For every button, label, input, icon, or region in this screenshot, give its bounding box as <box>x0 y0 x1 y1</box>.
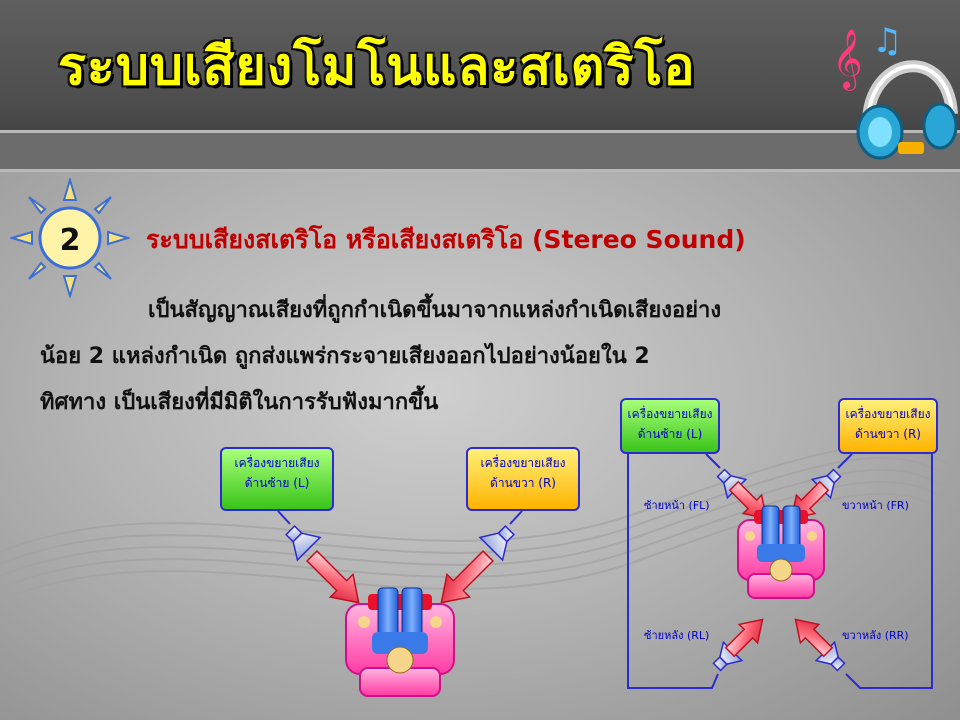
stereo-right-amp-box: เครื่องขยายเสียง ด้านขวา (R) <box>466 447 580 511</box>
paragraph-line-1: เป็นสัญญาณเสียงที่ถูกกำเนิดขึ้นมาจากแหล่… <box>148 298 722 323</box>
section-subtitle: ระบบเสียงสเตริโอ หรือเสียงสเตริโอ (Stere… <box>146 225 746 254</box>
label-rear-left: ซ้ายหลัง (RL) <box>644 629 710 642</box>
stereo-right-amp-line2: ด้านขวา (R) <box>490 476 556 490</box>
headphones-music-icon: 𝄞 ♫ <box>832 21 958 160</box>
page-title: ระบบเสียงโมโนและสเตริโอ <box>58 37 696 97</box>
label-rear-right: ขวาหลัง (RR) <box>842 629 909 642</box>
paragraph-line-3: ทิศทาง เป็นเสียงที่มีมิติในการรับฟังมากข… <box>40 390 439 415</box>
title-bar <box>0 0 960 130</box>
surround-right-amp-line1: เครื่องขยายเสียง <box>845 407 931 421</box>
surround-right-amp-line2: ด้านขวา (R) <box>855 427 921 441</box>
section-number-badge: 2 <box>10 178 130 298</box>
label-front-right: ขวาหน้า (FR) <box>842 499 909 512</box>
stereo-left-amp-box: เครื่องขยายเสียง ด้านซ้าย (L) <box>220 447 334 511</box>
label-front-left: ซ้ายหน้า (FL) <box>644 499 710 512</box>
paragraph-line-2: น้อย 2 แหล่งกำเนิด ถูกส่งแพร่กระจายเสียง… <box>40 344 650 369</box>
surround-right-amp-box: เครื่องขยายเสียง ด้านขวา (R) <box>838 398 938 454</box>
surround-left-amp-line2: ด้านซ้าย (L) <box>637 427 703 441</box>
stereo-left-amp-line1: เครื่องขยายเสียง <box>234 456 320 470</box>
title-bar-stripe <box>0 130 960 172</box>
stereo-left-amp-line2: ด้านซ้าย (L) <box>244 476 310 490</box>
description-paragraph: เป็นสัญญาณเสียงที่ถูกกำเนิดขึ้นมาจากแหล่… <box>40 288 936 426</box>
surround-left-amp-line1: เครื่องขยายเสียง <box>627 407 713 421</box>
treble-clef-icon: 𝄞 <box>832 29 863 91</box>
stereo-right-amp-line1: เครื่องขยายเสียง <box>480 456 566 470</box>
music-note-icon: ♫ <box>872 21 902 61</box>
surround-left-amp-box: เครื่องขยายเสียง ด้านซ้าย (L) <box>620 398 720 454</box>
section-number: 2 <box>60 223 81 258</box>
